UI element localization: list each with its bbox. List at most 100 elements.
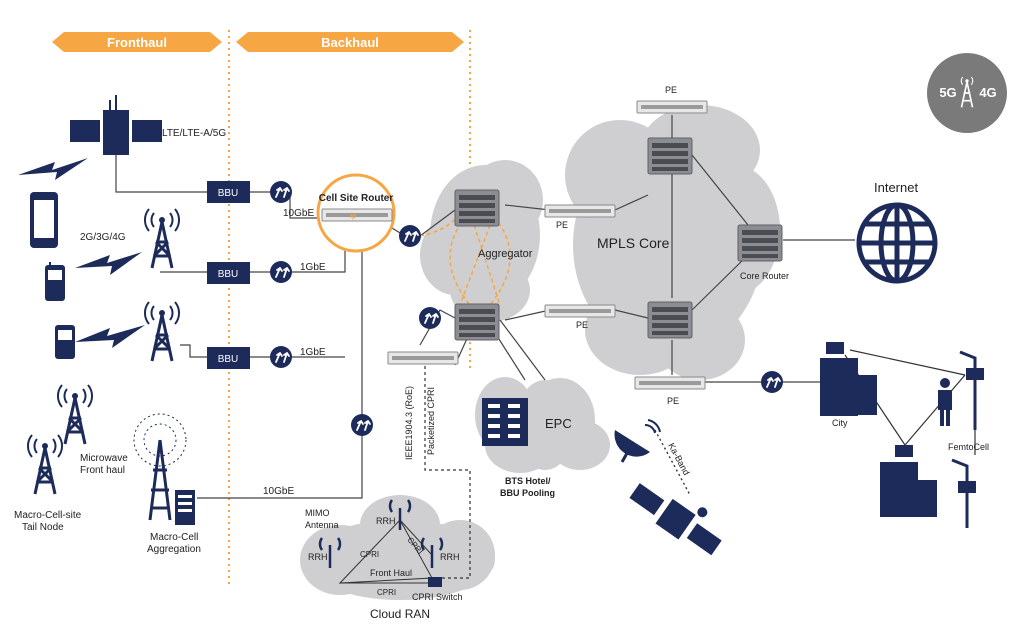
fronthaul-arrow <box>52 32 222 52</box>
backhaul-label: Backhaul <box>321 35 379 50</box>
wireless-bolts <box>18 158 145 348</box>
macro-tail-label-2: Tail Node <box>22 522 64 533</box>
bts-hotel-label-1: BTS Hotel/ <box>505 476 551 486</box>
macro-tail-tower-icon <box>26 433 64 496</box>
cloud-ran-links <box>338 519 433 584</box>
cloud-ran-label: Cloud RAN <box>370 607 430 621</box>
ieee-label: IEEE1904.3 (RoE) <box>404 386 414 460</box>
satellite-dish-icon <box>614 419 661 463</box>
cpri-switch-label: CPRI Switch <box>412 592 463 602</box>
rrh-label-right: RRH <box>440 552 460 562</box>
bbu-box-3: BBU <box>207 347 250 369</box>
cell-site-router-device: ip <box>321 208 393 222</box>
mpls-core-label: MPLS Core <box>597 235 670 251</box>
core-router-label: Core Router <box>740 271 789 281</box>
rrh-label-top: RRH <box>376 516 396 526</box>
lte-label: LTE/LTE-A/5G <box>162 128 226 139</box>
packetized-cpri-link <box>424 360 471 579</box>
building-icon-2 <box>880 445 937 517</box>
streetlight-femtocell-icon-1 <box>959 350 984 430</box>
front-haul-label: Front Haul <box>370 568 412 578</box>
pe-mid-label: PE <box>576 320 588 330</box>
bbu-1-label: BBU <box>218 188 239 199</box>
feature-phone-icon-2 <box>55 325 75 359</box>
aggregator-router-bottom <box>454 303 500 341</box>
microwave-tower-icon <box>56 383 94 446</box>
pe-top-device <box>636 100 708 114</box>
link-arrow-icon-3 <box>269 345 293 369</box>
packet-switch-device <box>387 351 459 365</box>
bbu-box-2: BBU <box>207 262 250 284</box>
link-1gbe-a: 1GbE <box>300 262 326 273</box>
ka-band-label: Ka-Band <box>666 441 691 477</box>
link-arrow-icon-1 <box>269 180 293 204</box>
aggregator-cloud <box>420 160 543 322</box>
pe-bottom-device <box>634 376 706 390</box>
mpls-router-top <box>647 137 693 175</box>
link-1gbe-b: 1GbE <box>300 347 326 358</box>
pe-left-label: PE <box>556 220 568 230</box>
streetlight-femtocell-icon-2 <box>951 458 976 528</box>
bbu-box-1: BBU <box>207 181 250 203</box>
macro-tail-label-1: Macro-Cell-site <box>14 510 82 521</box>
g234-label: 2G/3G/4G <box>80 232 126 243</box>
cpri-switch-device <box>428 577 442 587</box>
mimo-label-2: Antenna <box>305 520 339 530</box>
ka-band-link <box>654 429 691 496</box>
cloud-ran-cloud <box>300 495 495 600</box>
packetized-cpri-label: Packetized CPRI <box>426 387 436 455</box>
core-router-device <box>737 224 783 262</box>
globe-icon <box>856 202 938 284</box>
smartphone-icon <box>30 192 58 248</box>
femtocell-label: FemtoCell <box>948 442 989 452</box>
epc-label: EPC <box>545 416 572 431</box>
bbu-3-label: BBU <box>218 354 239 365</box>
mimo-antenna-icon-right <box>420 537 444 568</box>
fronthaul-label: Fronthaul <box>107 35 167 50</box>
link-10gbe-top: 10GbE <box>283 208 314 219</box>
link-arrow-icon-7 <box>760 370 784 394</box>
aggregator-router-top <box>454 189 500 227</box>
link-arrow-icon-6 <box>350 413 374 437</box>
cpri-label-a: CPRI <box>360 550 379 559</box>
rrh-label-left: RRH <box>308 552 328 562</box>
bts-server-rack-icon <box>482 398 528 446</box>
badge-5g-label: 5G <box>939 85 956 100</box>
badge-4g-label: 4G <box>979 85 996 100</box>
mpls-router-bottom <box>647 301 693 339</box>
macro-aggregation-tower-icon <box>133 413 195 525</box>
cpri-label-c: CPRI <box>377 588 396 597</box>
mimo-antenna-icon-left <box>318 537 342 568</box>
macro-agg-label-1: Macro-Cell <box>150 532 198 543</box>
communication-satellite-icon <box>629 483 722 556</box>
pe-top-label: PE <box>665 85 677 95</box>
badge-tower-icon <box>960 76 974 108</box>
link-10gbe-bottom: 10GbE <box>263 486 294 497</box>
link-arrow-icon-4 <box>398 224 422 248</box>
mimo-antenna-icon-top <box>388 499 412 530</box>
feature-phone-icon <box>45 262 65 301</box>
macro-agg-label-2: Aggregation <box>147 544 201 555</box>
person-icon <box>938 378 952 426</box>
epc-cloud <box>525 378 610 470</box>
mimo-label-1: MIMO <box>305 508 330 518</box>
backhaul-arrow <box>236 32 464 52</box>
tower-icon-3 <box>143 300 181 363</box>
microwave-label-1: Microwave <box>80 453 128 464</box>
pe-bottom-label: PE <box>667 396 679 406</box>
aggregator-label: Aggregator <box>478 248 533 260</box>
microwave-label-2: Front haul <box>80 465 125 476</box>
city-building-icon <box>820 342 877 416</box>
tower-icon-2g <box>143 207 181 270</box>
mpls-core-cloud <box>565 105 780 380</box>
internet-label: Internet <box>874 180 918 195</box>
bbu-2-label: BBU <box>218 269 239 280</box>
city-label: City <box>832 418 848 428</box>
svg-text:ip: ip <box>350 213 356 220</box>
pe-mid-device <box>544 304 616 318</box>
pe-left-device <box>544 204 616 218</box>
cell-site-router-label: Cell Site Router <box>319 193 394 204</box>
link-arrow-icon-2 <box>269 260 293 284</box>
link-arrow-icon-5 <box>418 306 442 330</box>
